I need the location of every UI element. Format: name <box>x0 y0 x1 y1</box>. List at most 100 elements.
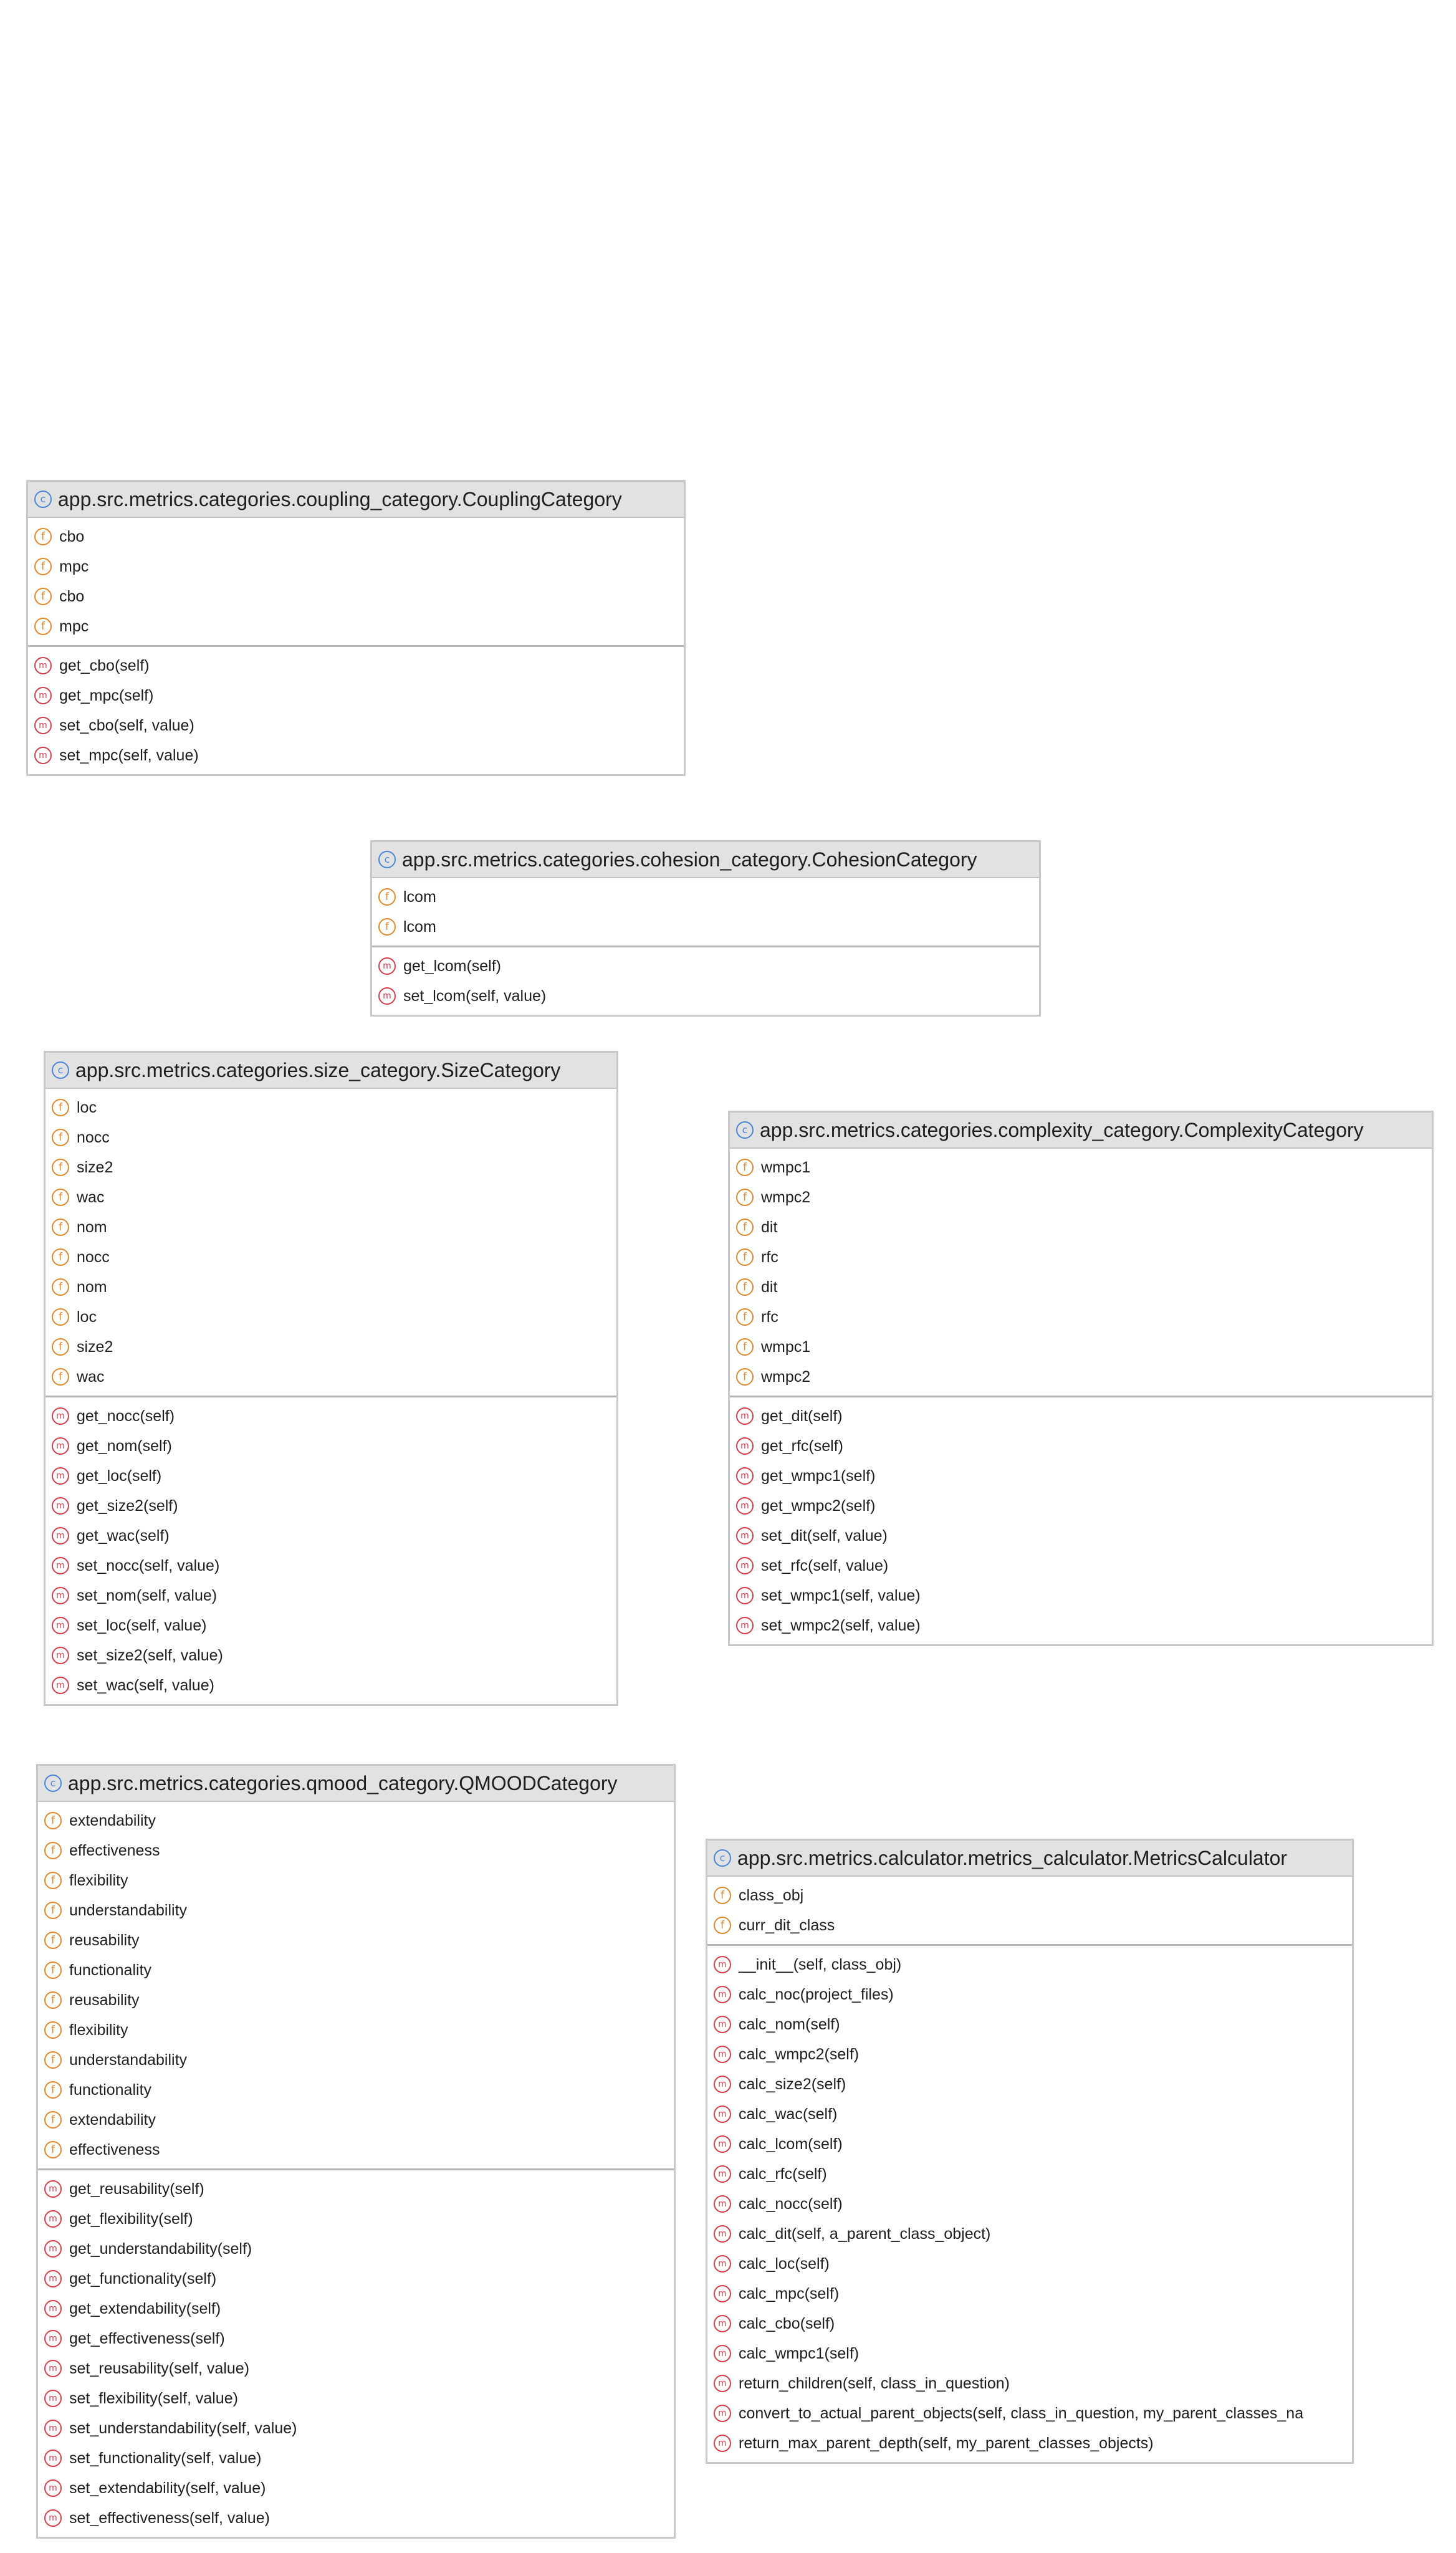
method-row[interactable]: m__init__(self, class_obj) <box>707 1950 1352 1980</box>
